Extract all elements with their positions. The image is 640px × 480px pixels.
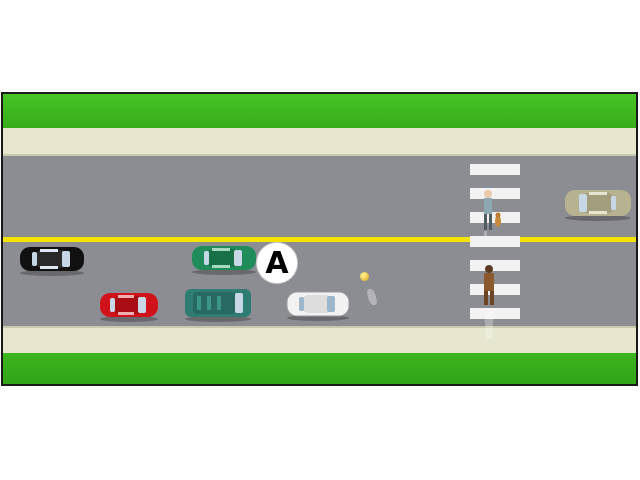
ball-icon xyxy=(360,272,369,281)
yellow-center-line xyxy=(3,237,636,242)
grass-bottom xyxy=(3,353,636,384)
crosswalk-stripe xyxy=(470,164,520,175)
marker-label-a: A xyxy=(257,243,297,283)
crosswalk-stripe xyxy=(470,236,520,247)
crosswalk-stripe xyxy=(470,308,520,319)
white-car-icon xyxy=(285,289,351,321)
crosswalk-stripe xyxy=(470,212,520,223)
red-car-icon xyxy=(98,290,160,322)
road-scene: A xyxy=(1,92,638,386)
crosswalk-stripe xyxy=(470,188,520,199)
crosswalk-stripe xyxy=(470,284,520,295)
black-car-icon xyxy=(18,244,86,276)
crosswalk xyxy=(470,164,520,324)
pedestrian-with-dog-icon xyxy=(478,189,504,242)
sidewalk-bottom xyxy=(3,326,636,353)
tan-car-icon xyxy=(563,187,633,221)
green-car-icon xyxy=(190,243,258,275)
green-van-icon xyxy=(183,286,253,322)
pedestrian-icon xyxy=(480,264,498,349)
crosswalk-stripe xyxy=(470,260,520,271)
sidewalk-top xyxy=(3,128,636,156)
grass-top xyxy=(3,94,636,128)
